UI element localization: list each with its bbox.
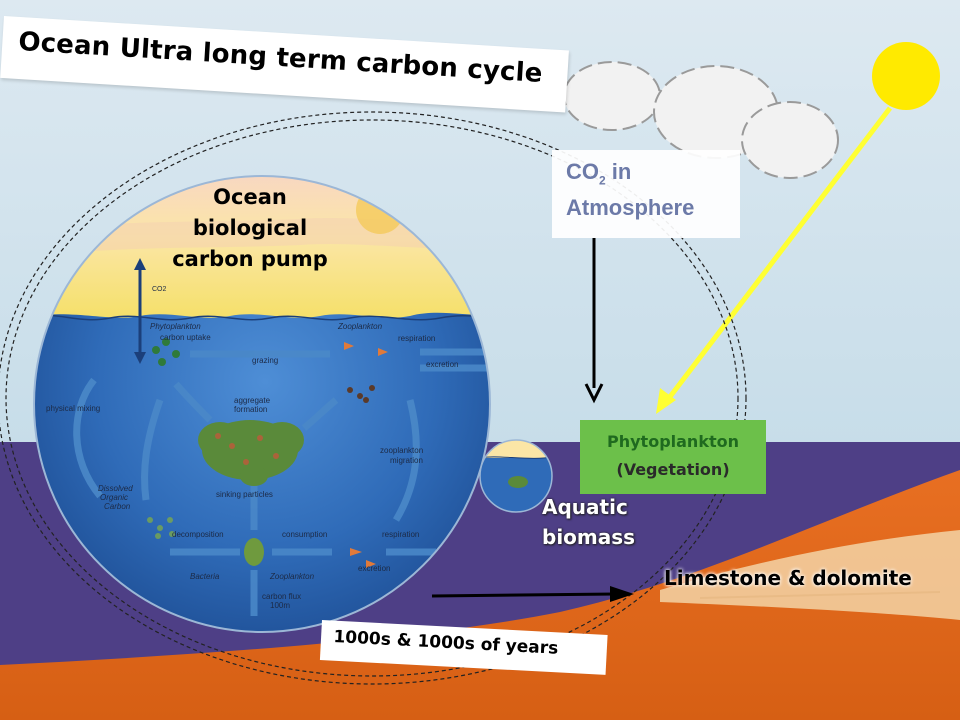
atmosphere-word: Atmosphere bbox=[566, 195, 695, 221]
inner-sinking-particles-label: sinking particles bbox=[216, 490, 273, 499]
biological-pump-circle bbox=[34, 176, 490, 632]
limestone-label: Limestone & dolomite bbox=[664, 566, 912, 590]
aquatic-biomass-label: Aquatic biomass bbox=[542, 492, 635, 552]
inner-aggregate-label: aggregate bbox=[234, 396, 271, 405]
inner-carbon-label: Carbon bbox=[104, 502, 131, 511]
inner-co2-label: CO2 bbox=[152, 286, 167, 293]
inner-decomposition-label: decomposition bbox=[172, 530, 224, 539]
inner-formation-label: formation bbox=[234, 405, 268, 414]
sedimentation-arrow bbox=[431, 592, 617, 598]
inner-zooplankton-bottom-label: Zooplankton bbox=[270, 572, 315, 581]
co2-prefix: CO bbox=[566, 159, 599, 184]
inner-consumption-label: consumption bbox=[282, 530, 328, 539]
phytoplankton-box bbox=[580, 420, 766, 494]
inner-zoo-migration-1: zooplankton bbox=[380, 446, 424, 455]
inner-physical-mixing-label: physical mixing bbox=[46, 404, 101, 413]
inner-depth-label: 100m bbox=[270, 601, 291, 610]
pump-line2: biological bbox=[192, 216, 308, 240]
inner-organic-label: Organic bbox=[100, 493, 129, 502]
pump-line3: carbon pump bbox=[172, 247, 328, 271]
inner-carbon-uptake-label: carbon uptake bbox=[160, 333, 211, 342]
sun-ray-arrow bbox=[664, 106, 892, 404]
inner-respiration-bottom-label: respiration bbox=[382, 530, 420, 539]
phytoplankton-label: Phytoplankton (Vegetation) bbox=[580, 428, 766, 484]
inner-zooplankton-top-label: Zooplankton bbox=[338, 322, 383, 331]
inner-phytoplankton-label: Phytoplankton bbox=[150, 322, 201, 331]
inner-excretion-bottom-label: excretion bbox=[358, 564, 391, 573]
co2-subscript: 2 bbox=[599, 173, 606, 188]
orange-sediment-layer bbox=[0, 470, 960, 720]
inner-grazing-label: grazing bbox=[252, 356, 279, 365]
inner-dissolved-label: Dissolved bbox=[98, 484, 133, 493]
aquatic-line1: Aquatic bbox=[542, 495, 628, 519]
aggregate-blob bbox=[198, 420, 304, 486]
co2-atmosphere-label: CO2 in Atmosphere bbox=[566, 158, 694, 222]
inner-excretion-top-label: excretion bbox=[426, 360, 459, 369]
inner-zoo-migration-2: migration bbox=[390, 456, 423, 465]
aquatic-line2: biomass bbox=[542, 525, 636, 549]
cycle-ellipse-outer bbox=[0, 111, 747, 685]
co2-suffix: in bbox=[605, 159, 632, 184]
inner-respiration-top-label: respiration bbox=[398, 334, 436, 343]
phytoplankton-line2: (Vegetation) bbox=[616, 460, 730, 479]
inner-carbon-flux-label: carbon flux bbox=[262, 592, 302, 601]
cycle-ellipse-inner bbox=[5, 119, 739, 677]
cloud-icon bbox=[563, 61, 839, 179]
pump-label: Ocean biological carbon pump bbox=[140, 182, 360, 275]
phytoplankton-line1: Phytoplankton bbox=[607, 432, 739, 451]
co2-label-box bbox=[552, 150, 740, 238]
pump-line1: Ocean bbox=[213, 185, 287, 209]
sun-icon bbox=[872, 42, 940, 110]
inner-bacteria-label: Bacteria bbox=[190, 572, 220, 581]
